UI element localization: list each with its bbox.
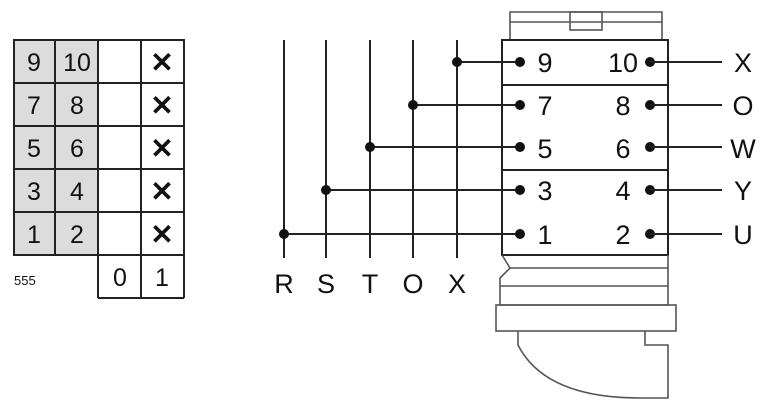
table-cell-terminal: 10: [63, 49, 91, 77]
bus-label: S: [317, 269, 335, 299]
contact-block: [501, 39, 669, 256]
table-cell-terminal: 2: [70, 221, 84, 249]
switch-position-label: 0: [113, 264, 127, 292]
table-cell-terminal: 9: [27, 49, 41, 77]
terminal-label-left: 1: [537, 220, 552, 250]
junction-dot: [408, 100, 418, 110]
contact-table: 9 10 ✕ 7 8 ✕ 5 6 ✕ 3 4 ✕ 1 2 ✕ 555 0 1: [13, 39, 185, 299]
terminal-label-right: 10: [608, 48, 638, 78]
terminal-label-right: 6: [615, 134, 630, 164]
switch-body: [495, 11, 677, 399]
table-cell-terminal: 3: [27, 178, 41, 206]
table-footer-code: 555: [14, 273, 36, 288]
terminal-label-right: 4: [615, 176, 630, 206]
closed-contact-mark: ✕: [150, 90, 173, 121]
output-label: U: [733, 220, 753, 250]
junction-dot: [452, 57, 462, 67]
table-cell-terminal: 7: [27, 92, 41, 120]
terminal-dot: [515, 142, 525, 152]
output-label: O: [732, 91, 753, 121]
junction-dot: [365, 142, 375, 152]
closed-contact-mark: ✕: [150, 219, 173, 250]
terminal-dot: [515, 185, 525, 195]
output-label: W: [730, 134, 756, 164]
terminal-label-left: 9: [537, 48, 552, 78]
closed-contact-mark: ✕: [150, 47, 173, 78]
terminal-label-left: 5: [537, 134, 552, 164]
output-label: X: [734, 48, 752, 78]
table-cell-terminal: 1: [27, 221, 41, 249]
terminal-label-left: 7: [537, 91, 552, 121]
terminal-dot: [515, 57, 525, 67]
switch-position-label: 1: [155, 264, 169, 292]
terminal-dot: [515, 229, 525, 239]
bus-label: O: [402, 269, 423, 299]
table-cell-terminal: 4: [70, 178, 84, 206]
closed-contact-mark: ✕: [150, 133, 173, 164]
table-cell-terminal: 8: [70, 92, 84, 120]
table-cell-terminal: 6: [70, 135, 84, 163]
bus-label: R: [274, 269, 294, 299]
junction-dot: [321, 185, 331, 195]
junction-dot: [279, 229, 289, 239]
table-cell-terminal: 5: [27, 135, 41, 163]
terminal-label-left: 3: [537, 176, 552, 206]
bus-label: X: [448, 269, 466, 299]
connection-wires: [279, 57, 525, 239]
terminal-dot: [515, 100, 525, 110]
terminal-label-right: 8: [615, 91, 630, 121]
terminal-label-right: 2: [615, 220, 630, 250]
bus-label: T: [362, 269, 379, 299]
output-wires: [645, 57, 722, 239]
closed-contact-mark: ✕: [150, 176, 173, 207]
output-label: Y: [734, 176, 752, 206]
